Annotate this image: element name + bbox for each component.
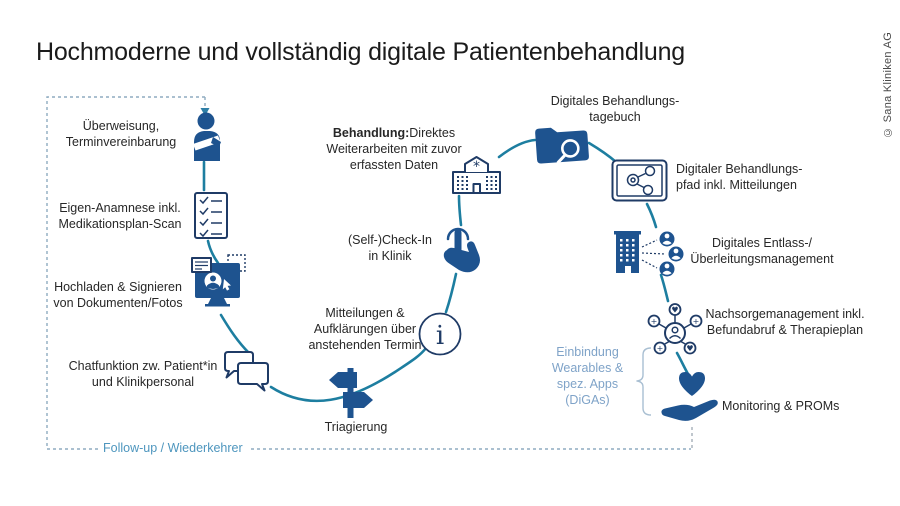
label-checkin: (Self-)Check-In in Klinik (347, 233, 433, 263)
tablet-share-icon (611, 159, 668, 202)
injured-patient-icon (193, 112, 221, 161)
svg-text:♥: ♥ (686, 344, 693, 353)
svg-text:+: + (651, 317, 658, 326)
copyright-notice: © Sana Kliniken AG (882, 31, 894, 138)
label-hochladen: Hochladen & Signieren von Dokumenten/Fot… (53, 280, 183, 310)
aftercare-network-icon: ♥ + + + ♥ (647, 303, 703, 355)
label-behandlung: Behandlung:Direktes Weiterarbeiten mit z… (318, 126, 470, 174)
label-nachsorge: Nachsorgemanagement inkl. Befundabruf & … (705, 307, 865, 337)
svg-text:+: + (693, 317, 700, 326)
label-pfad: Digitaler Behandlungs- pfad inkl. Mittei… (676, 162, 803, 192)
folder-search-icon (535, 127, 589, 164)
label-chat: Chatfunktion zw. Patient*in und Klinikpe… (68, 359, 218, 389)
label-followup-loop: Follow-up / Wiederkehrer (98, 441, 248, 457)
chat-bubbles-icon (224, 351, 269, 392)
svg-text:♥: ♥ (671, 305, 678, 314)
discharge-network-icon (614, 231, 684, 277)
touch-checkin-icon (443, 227, 480, 273)
label-behandlung-rest: Direktes Weiterarbeiten mit zuvor erfass… (326, 126, 462, 172)
label-triagierung: Triagierung (324, 420, 388, 434)
hospital-icon: * (452, 156, 501, 194)
page-title: Hochmoderne und vollständig digitale Pat… (36, 38, 686, 66)
label-behandlung-bold: Behandlung: (332, 126, 410, 140)
label-entlass: Digitales Entlass-/ Überleitungsmanageme… (690, 236, 834, 266)
svg-text:*: * (473, 159, 480, 175)
svg-text:+: + (657, 344, 664, 353)
wearables-bracket (636, 347, 652, 416)
svg-text:i: i (436, 321, 444, 351)
upload-monitor-icon (191, 254, 246, 307)
label-monitoring: Monitoring & PROMs (722, 399, 840, 413)
loop-arrowhead (200, 108, 210, 116)
label-tagebuch: Digitales Behandlungs- tagebuch (550, 94, 680, 124)
checklist-icon (194, 192, 228, 239)
hand-heart-icon (661, 372, 718, 421)
label-ueberweisung: Überweisung, Terminvereinbarung (65, 119, 177, 149)
signpost-icon (329, 368, 373, 418)
label-wearables: Einbindung Wearables & spez. Apps (DiGAs… (551, 345, 624, 407)
followup-loop-outline (46, 96, 693, 450)
label-mitteilungen: Mitteilungen & Aufklärungen über anstehe… (308, 306, 422, 352)
info-icon: i (418, 312, 462, 356)
label-anamnese: Eigen-Anamnese inkl. Medikationsplan-Sca… (58, 201, 182, 231)
